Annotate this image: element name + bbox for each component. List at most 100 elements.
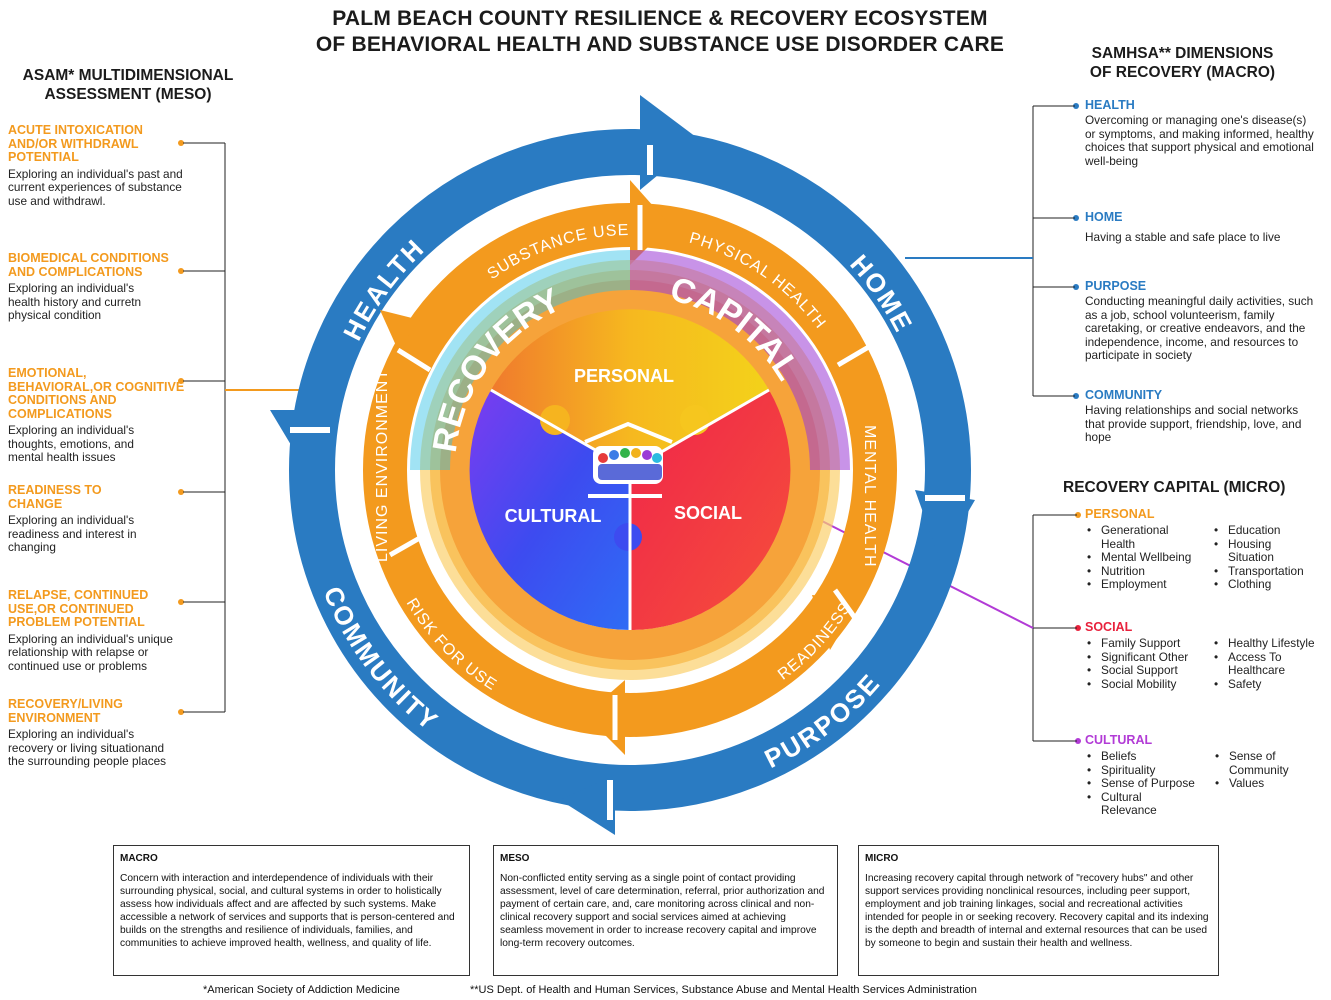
meso-box: MESO Non-conflicted entity serving as a … [493,845,838,976]
asam-dot-icon [178,378,184,384]
title-line-2: OF BEHAVIORAL HEALTH AND SUBSTANCE USE D… [315,33,1005,56]
page-title: PALM BEACH COUNTY RESILIENCE & RECOVERY … [230,6,1090,58]
list-item: Clothing [1212,577,1320,592]
rc-personal-group: PERSONAL Generational Health Mental Well… [1085,507,1325,591]
samhsa-dot-icon [1073,284,1079,290]
asam-heading-line-2: ASSESSMENT (MESO) [44,86,212,103]
list-item: Significant Other [1085,650,1203,665]
samhsa-item-title: HEALTH [1085,98,1135,112]
samhsa-item-desc: Conducting meaningful daily activities, … [1085,294,1314,363]
rc-social-group: SOCIAL Family Support Significant Other … [1085,620,1325,691]
macro-box-title: MACRO [120,853,158,864]
micro-box-title: MICRO [865,853,899,864]
asam-item-title: RECOVERY/LIVING ENVIRONMENT [8,697,123,725]
rc-personal-list-2: Education Housing Situation Transportati… [1212,523,1320,592]
asam-item-title: BIOMEDICAL CONDITIONS AND COMPLICATIONS [8,251,169,279]
community-people-icon [584,421,673,498]
asam-dot-icon [178,709,184,715]
asam-heading: ASAM* MULTIDIMENSIONAL ASSESSMENT (MESO) [8,66,248,104]
rc-social-title: SOCIAL [1085,620,1133,634]
samhsa-heading-line-2: OF RECOVERY (MACRO) [1089,64,1276,81]
footnote-samhsa: **US Dept. of Health and Human Services,… [470,984,977,996]
list-item: Transportation [1212,564,1320,579]
rc-cultural-title: CULTURAL [1085,733,1153,747]
list-item: Generational Health [1085,523,1197,551]
samhsa-item-desc: Overcoming or managing one's disease(s) … [1085,113,1314,168]
macro-box: MACRO Concern with interaction and inter… [113,845,470,976]
asam-item-readiness: READINESS TO CHANGE Exploring an individ… [8,483,193,555]
micro-box: MICRO Increasing recovery capital throug… [858,845,1219,976]
asam-item-title: RELAPSE, CONTINUED USE,OR CONTINUED PROB… [8,588,149,629]
list-item: Housing Situation [1212,537,1320,565]
list-item: Cultural Relevance [1085,790,1197,818]
outer-blue-ring [289,129,971,811]
rc-cultural-group: CULTURAL Beliefs Spirituality Sense of P… [1085,733,1325,817]
rc-social-dot-icon [1075,625,1081,631]
list-item: Access To Healthcare [1212,650,1320,678]
puzzle-tab-right [680,405,710,435]
samhsa-item-title: HOME [1085,210,1123,224]
asam-item-desc: Exploring an individual's thoughts, emot… [8,423,135,465]
micro-box-text: Increasing recovery capital through netw… [865,873,1209,949]
asam-item-title: READINESS TO CHANGE [8,483,102,511]
asam-item-title: EMOTIONAL, BEHAVIORAL,OR COGNITIVE CONDI… [8,366,185,421]
list-item: Sense of Purpose [1085,776,1197,791]
samhsa-item-health: HEALTH Overcoming or managing one's dise… [1085,98,1317,168]
list-item: Values [1213,776,1321,791]
core-label-cultural: CULTURAL [505,506,602,526]
list-item: Nutrition [1085,564,1197,579]
blue-arrowhead-top [640,95,700,190]
mid-label-mental-health: MENTAL HEALTH [861,425,878,568]
list-item: Healthy Lifestyle [1212,636,1320,651]
blue-arrowhead-left [270,410,330,460]
list-item: Social Mobility [1085,677,1203,692]
asam-dot-icon [178,268,184,274]
core-label-personal: PERSONAL [574,366,674,386]
footnote-asam: *American Society of Addiction Medicine [203,984,400,996]
samhsa-connector-lines [1032,105,1077,742]
orange-arrowhead-6 [380,310,420,350]
list-item: Family Support [1085,636,1203,651]
blue-arrowhead-right [915,490,975,560]
list-item: Beliefs [1085,749,1197,764]
samhsa-item-community: COMMUNITY Having relationships and socia… [1085,388,1317,445]
rc-cultural-list-1: Beliefs Spirituality Sense of Purpose Cu… [1085,749,1197,818]
samhsa-heading: SAMHSA** DIMENSIONS OF RECOVERY (MACRO) [1060,44,1305,82]
asam-item-desc: Exploring an individual's unique relatio… [8,631,173,673]
asam-item-title: ACUTE INTOXICATION AND/OR WITHDRAWL POTE… [8,123,143,164]
asam-item-recovery-environment: RECOVERY/LIVING ENVIRONMENT Exploring an… [8,697,193,769]
samhsa-item-desc: Having relationships and social networks… [1085,403,1302,445]
asam-dot-icon [178,489,184,495]
meso-box-title: MESO [500,853,530,864]
asam-heading-line-1: ASAM* MULTIDIMENSIONAL [22,67,234,84]
list-item: Mental Wellbeing [1085,550,1197,565]
rc-social-list-1: Family Support Significant Other Social … [1085,636,1203,692]
rc-social-list-2: Healthy Lifestyle Access To Healthcare S… [1212,636,1320,692]
asam-dot-icon [178,599,184,605]
list-item: Sense of Community [1213,749,1321,777]
asam-item-desc: Exploring an individual's health history… [8,281,142,323]
rc-personal-dot-icon [1075,512,1081,518]
asam-item-relapse: RELAPSE, CONTINUED USE,OR CONTINUED PROB… [8,588,193,673]
asam-item-emotional: EMOTIONAL, BEHAVIORAL,OR COGNITIVE CONDI… [8,366,193,465]
rc-cultural-dot-icon [1075,738,1081,744]
meso-box-text: Non-conflicted entity serving as a singl… [500,873,825,949]
samhsa-item-purpose: PURPOSE Conducting meaningful daily acti… [1085,279,1317,363]
rc-personal-list-1: Generational Health Mental Wellbeing Nut… [1085,523,1197,592]
asam-connector-lines [183,142,226,713]
list-item: Safety [1212,677,1320,692]
orange-arrowhead-2 [840,370,880,410]
asam-item-desc: Exploring an individual's recovery or li… [8,727,167,769]
mid-label-living-environment: LIVING ENVIRONMENT [374,369,391,562]
puzzle-tab-left [540,405,570,435]
puzzle-tab-bottom [614,523,642,551]
samhsa-dot-icon [1073,103,1079,109]
macro-box-text: Concern with interaction and interdepend… [120,873,455,949]
samhsa-item-desc: Having a stable and safe place to live [1085,230,1281,244]
list-item: Spirituality [1085,763,1197,778]
samhsa-heading-line-1: SAMHSA** DIMENSIONS [1091,45,1274,62]
core-social-segment [630,390,791,631]
core-cultural-segment [469,390,630,631]
samhsa-item-title: COMMUNITY [1085,388,1163,402]
